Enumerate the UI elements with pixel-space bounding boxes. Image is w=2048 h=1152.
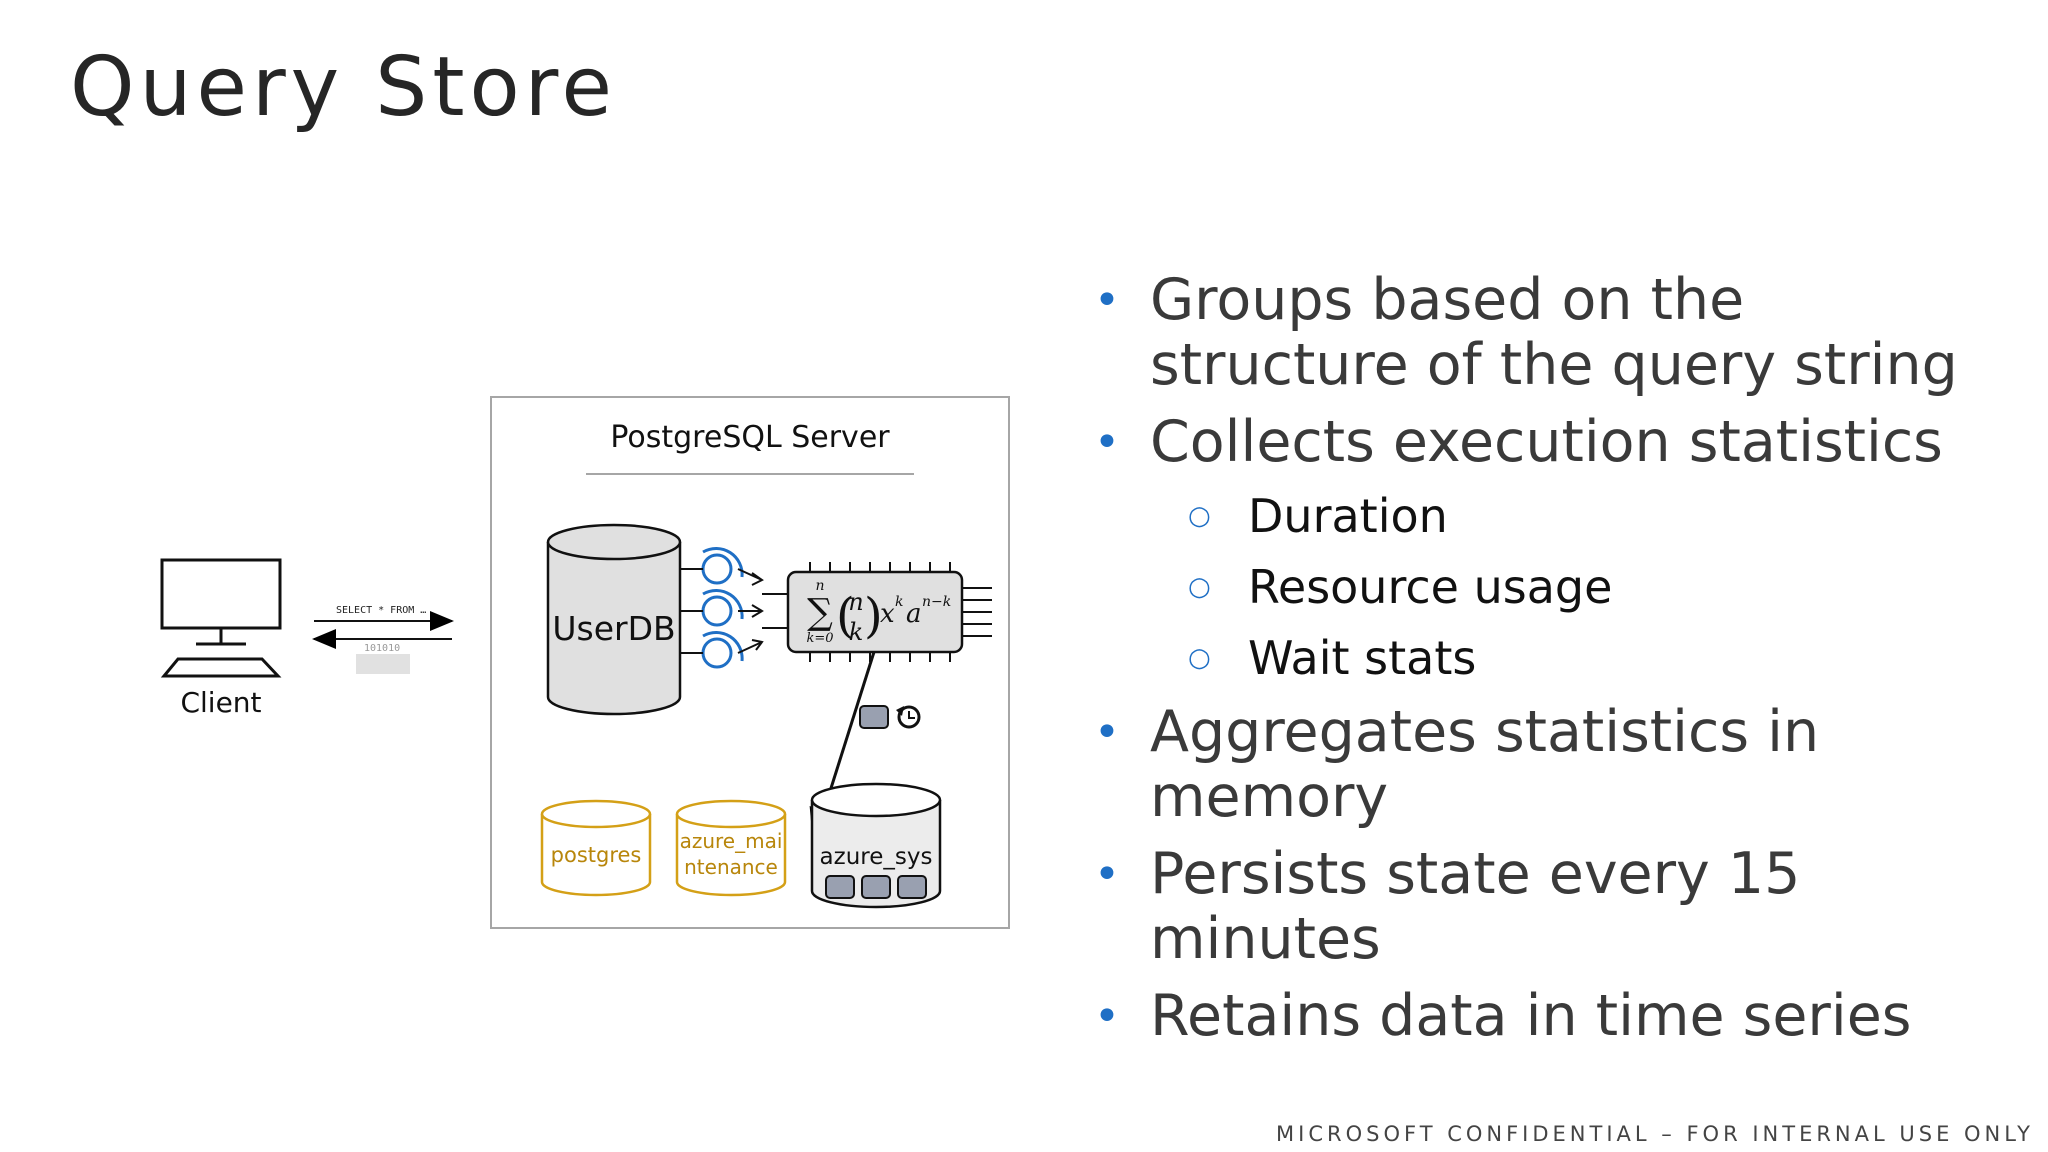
- userdb-label: UserDB: [552, 609, 675, 648]
- hook-icons: [680, 546, 764, 669]
- formula-sum-top: n: [815, 578, 824, 594]
- formula-right-paren: ): [864, 588, 883, 644]
- formula-a-exp: n−k: [922, 594, 951, 610]
- formula-left-paren: (: [836, 588, 855, 644]
- azure-maintenance-db-label-line2: ntenance: [684, 855, 778, 879]
- hook-icon: [680, 588, 764, 627]
- binary-text: 101010: [364, 643, 400, 654]
- azure-sys-db-label: azure_sys: [820, 844, 933, 870]
- formula-x-exp: k: [895, 594, 903, 610]
- timer-icon: [896, 705, 921, 729]
- binomial-formula: n ∑ k=0 ( n k ) x k a n−k: [806, 578, 951, 646]
- formula-x: x: [880, 599, 895, 629]
- userdb-cylinder: [546, 523, 682, 716]
- feature-bullet-list: Groups based on the structure of the que…: [1088, 268, 2008, 1061]
- formula-binom-top: n: [848, 588, 863, 616]
- query-text: SELECT * FROM …: [336, 605, 426, 616]
- subbullet-wait-stats: Wait stats: [1088, 629, 2008, 687]
- client-label: Client: [180, 686, 261, 719]
- bullet-groups: Groups based on the structure of the que…: [1088, 268, 2008, 398]
- formula-binom-bottom: k: [849, 618, 864, 646]
- bullet-persists: Persists state every 15 minutes: [1088, 842, 2008, 972]
- stored-blocks: [825, 875, 927, 899]
- bullet-aggregates: Aggregates statistics in memory: [1088, 700, 2008, 830]
- azure-maintenance-db-cylinder: [675, 799, 787, 897]
- stored-block-icon: [861, 875, 891, 899]
- bullet-retains: Retains data in time series: [1088, 984, 2008, 1050]
- confidential-footer: MICROSOFT CONFIDENTIAL – FOR INTERNAL US…: [1276, 1122, 2034, 1146]
- stored-block-icon: [897, 875, 927, 899]
- formula-a: a: [906, 599, 922, 629]
- processor-chip: [762, 562, 992, 662]
- hook-icon: [680, 630, 764, 669]
- formula-sum-bottom: k=0: [806, 631, 833, 646]
- formula-sum-sign: ∑: [807, 592, 833, 633]
- subbullet-duration: Duration: [1088, 487, 2008, 545]
- azure-maintenance-db-label-line1: azure_mai: [680, 829, 783, 853]
- hook-icon: [680, 546, 764, 586]
- client-computer-icon: [160, 558, 282, 678]
- postgres-db-label: postgres: [551, 843, 642, 867]
- server-label: PostgreSQL Server: [610, 420, 890, 455]
- postgres-db-cylinder: [540, 799, 652, 897]
- result-block: [356, 654, 410, 674]
- memory-block-icon: [859, 705, 889, 729]
- subbullet-resource-usage: Resource usage: [1088, 558, 2008, 616]
- slide-title: Query Store: [70, 40, 617, 135]
- bullet-collects: Collects execution statistics: [1088, 410, 2008, 476]
- stored-block-icon: [825, 875, 855, 899]
